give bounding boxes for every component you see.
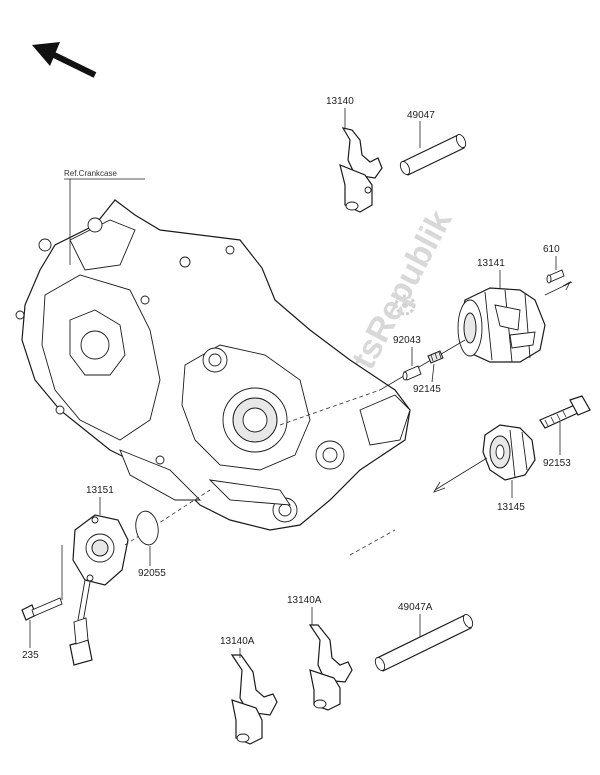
callout-92055: 92055 — [138, 568, 166, 579]
pin-610 — [546, 269, 565, 284]
callout-49047A: 49047A — [398, 602, 433, 613]
callout-92145: 92145 — [413, 384, 441, 395]
callout-13141: 13141 — [477, 258, 505, 269]
sensor-cover-13151 — [69, 514, 129, 666]
shift-fork-13140A-left — [230, 654, 278, 745]
direction-arrow-icon — [32, 42, 97, 78]
shift-fork-13140 — [339, 127, 383, 213]
shaft-49047A — [374, 613, 474, 672]
callout-235: 235 — [22, 650, 39, 661]
callout-49047: 49047 — [407, 110, 435, 121]
callout-610: 610 — [543, 244, 560, 255]
callout-13151: 13151 — [86, 485, 114, 496]
crankcase — [15, 199, 411, 531]
ref-crankcase-label: Ref.Crankcase — [64, 169, 117, 178]
callout-13140A-left: 13140A — [220, 636, 255, 647]
callout-13145: 13145 — [497, 502, 525, 513]
o-ring-92055 — [135, 510, 159, 546]
callout-13140A-right: 13140A — [287, 595, 322, 606]
cam-13145 — [482, 424, 536, 481]
spring-92145 — [427, 350, 444, 364]
gear-watermark-icon — [394, 294, 416, 316]
screw-235 — [21, 597, 63, 621]
pin-92043 — [402, 365, 422, 381]
shift-fork-13140A-right — [308, 624, 353, 711]
callout-92153: 92153 — [543, 458, 571, 469]
callout-92043: 92043 — [393, 335, 421, 346]
shift-drum-13141 — [457, 287, 546, 363]
shaft-49047 — [399, 133, 467, 176]
callout-13140: 13140 — [326, 96, 354, 107]
bolt-92153 — [539, 395, 591, 429]
